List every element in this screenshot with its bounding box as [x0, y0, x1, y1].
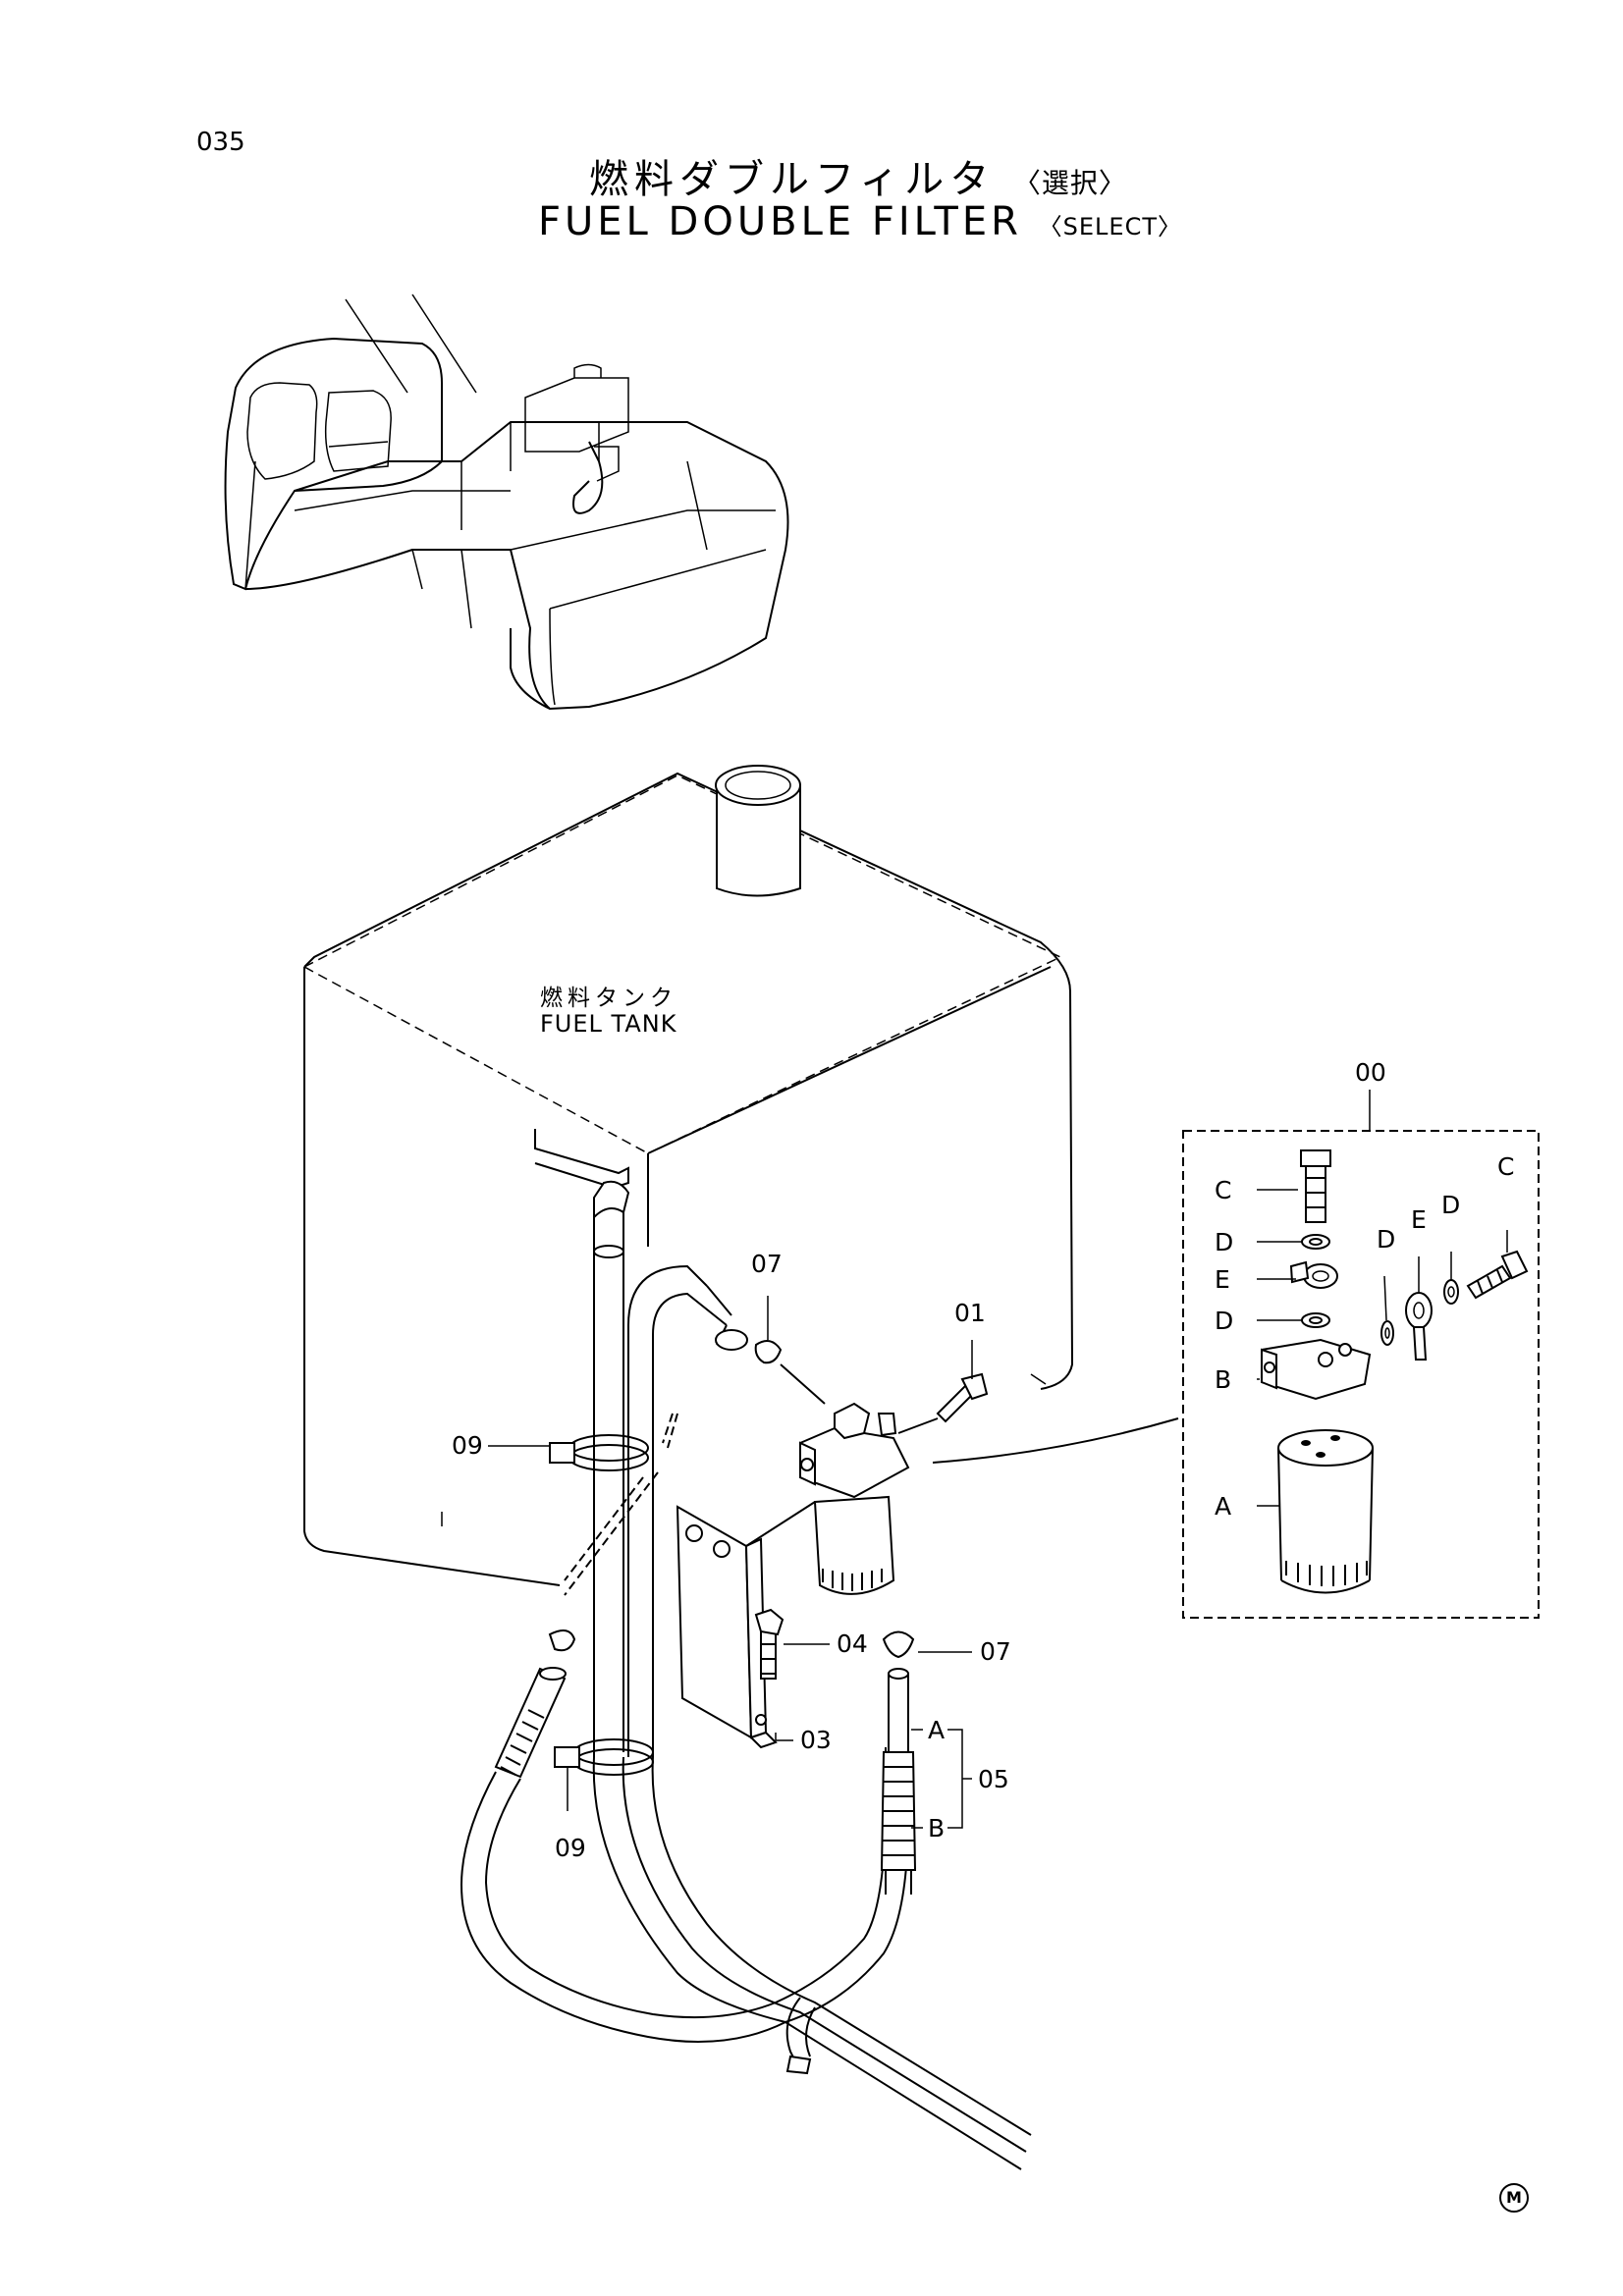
- title-japanese-note: 〈選択〉: [1012, 167, 1127, 199]
- detail-callout-d-mid: D: [1377, 1225, 1396, 1254]
- callout-00: 00: [1355, 1058, 1386, 1087]
- excavator-overview: [224, 294, 789, 711]
- callout-01: 01: [954, 1299, 986, 1327]
- detail-callout-d-left-top: D: [1215, 1228, 1234, 1256]
- page-title-english: FUEL DOUBLE FILTER 〈SELECT〉: [538, 199, 1182, 244]
- detail-callout-c-right: C: [1497, 1152, 1515, 1181]
- callout-07-bottom: 07: [980, 1637, 1011, 1666]
- detail-callout-b-left: B: [1215, 1365, 1232, 1394]
- callout-hose-a: A: [928, 1716, 946, 1744]
- detail-callout-d-right: D: [1441, 1191, 1461, 1219]
- fuel-lines: [460, 1180, 1032, 2170]
- detail-box: [1182, 1090, 1540, 1619]
- callout-03: 03: [800, 1726, 832, 1754]
- tank-label-japanese: 燃料タンク: [540, 986, 677, 1011]
- title-english-text: FUEL DOUBLE FILTER: [538, 199, 1022, 244]
- detail-callout-a-left: A: [1215, 1492, 1232, 1521]
- title-english-note: 〈SELECT〉: [1038, 213, 1182, 240]
- detail-callout-c-left: C: [1215, 1176, 1232, 1204]
- filter-assembly: [676, 1372, 1179, 1749]
- fuel-tank: [302, 765, 1074, 1586]
- tank-label-english: FUEL TANK: [540, 1010, 677, 1038]
- title-japanese-text: 燃料ダブルフィルタ: [589, 157, 996, 202]
- page-number: 035: [196, 128, 245, 157]
- page-title-japanese: 燃料ダブルフィルタ 〈選択〉: [589, 147, 1127, 204]
- detail-callout-e-mid: E: [1411, 1205, 1427, 1234]
- detail-callout-d-left-bottom: D: [1215, 1307, 1234, 1335]
- callout-04: 04: [837, 1629, 868, 1658]
- callout-05: 05: [978, 1765, 1009, 1793]
- callout-07-top: 07: [751, 1250, 783, 1278]
- detail-callout-e-left: E: [1215, 1265, 1230, 1294]
- callout-09-bottom: 09: [555, 1834, 586, 1862]
- callout-09-top: 09: [452, 1431, 483, 1460]
- manufacturer-mark-icon: M: [1499, 2183, 1529, 2213]
- callout-hose-b: B: [928, 1814, 946, 1842]
- callout-leaders: [488, 1296, 973, 1829]
